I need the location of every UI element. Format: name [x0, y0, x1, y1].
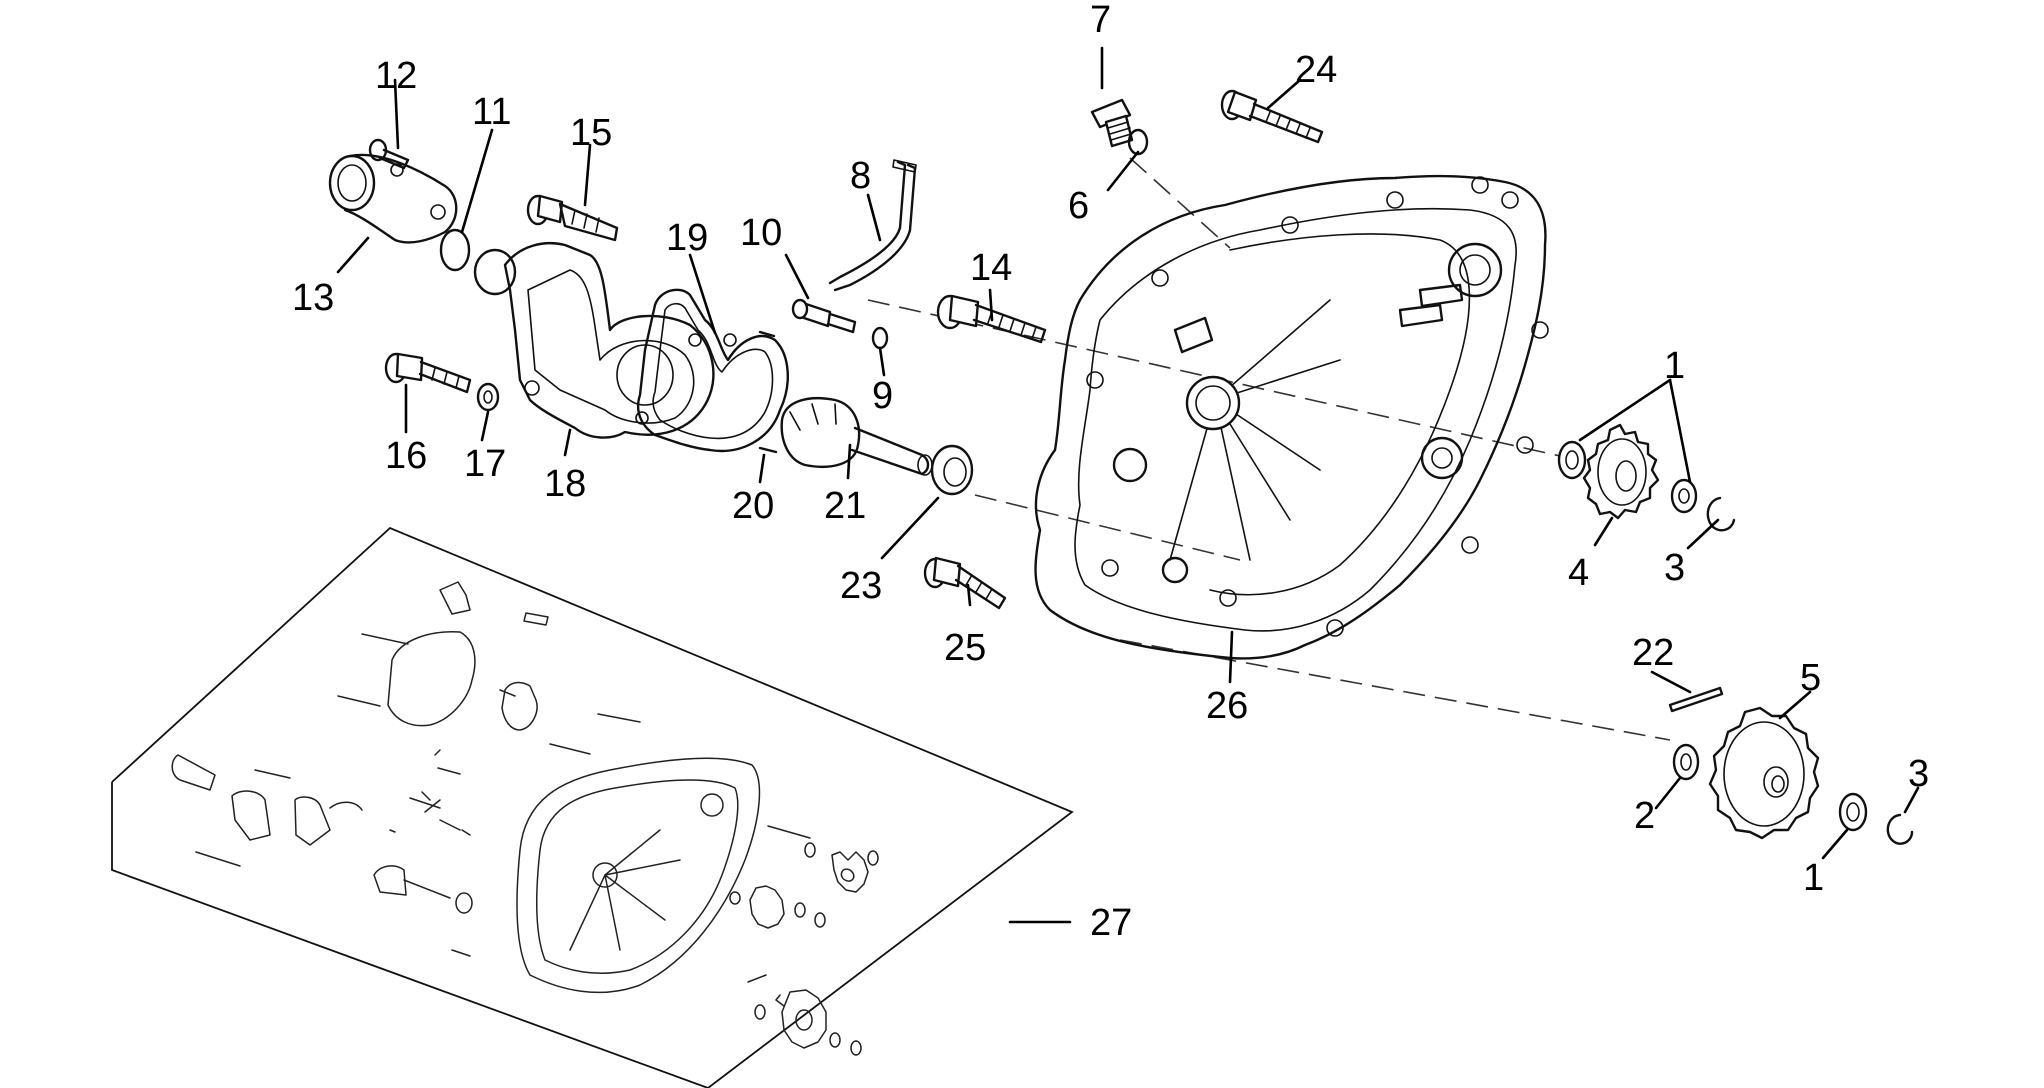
callout-17: 17 [464, 443, 506, 485]
callout-25: 25 [944, 627, 986, 669]
kit-27-frame [111, 526, 1074, 1088]
o-ring-9 [871, 326, 889, 350]
callout-3-upper: 3 [1664, 547, 1685, 589]
gear-5 [1708, 706, 1820, 840]
callouts: 7 6 24 8 10 9 14 15 12 11 13 19 16 17 18… [292, 0, 1929, 944]
o-ring-6 [1127, 128, 1149, 156]
bolt-24 [1220, 89, 1324, 144]
washer-2 [1672, 743, 1700, 781]
washer-1-lower [1838, 792, 1868, 832]
gear-4 [1582, 423, 1660, 520]
washer-17 [476, 382, 500, 412]
callout-16: 16 [385, 435, 427, 477]
key-22 [1668, 686, 1724, 713]
pump-cover-18 [473, 242, 715, 439]
callout-12: 12 [375, 55, 417, 97]
callout-14: 14 [970, 247, 1012, 289]
leader-lines [336, 46, 1920, 924]
washer-1-upper [1557, 440, 1587, 480]
fitting-13 [328, 153, 458, 244]
nipple-10 [791, 298, 857, 334]
callout-9: 9 [872, 375, 893, 417]
callout-8: 8 [850, 155, 871, 197]
circlip-3-lower [1886, 813, 1914, 845]
impeller-shaft-21 [780, 397, 933, 476]
plug-7 [1090, 98, 1134, 148]
callout-4: 4 [1568, 552, 1589, 594]
callout-15: 15 [570, 112, 612, 154]
bolt-15 [526, 194, 619, 242]
callout-3-lower: 3 [1908, 753, 1929, 795]
callout-19: 19 [666, 217, 708, 259]
callout-26: 26 [1206, 685, 1248, 727]
callout-13: 13 [292, 277, 334, 319]
callout-18: 18 [544, 463, 586, 505]
bolt-16 [384, 352, 472, 394]
pin-20 [758, 330, 778, 454]
callout-21: 21 [824, 485, 866, 527]
kit-27-miniature [171, 581, 879, 1056]
assembly-axes [867, 157, 1671, 741]
callout-11: 11 [472, 91, 511, 133]
callout-7: 7 [1090, 0, 1111, 41]
callout-10: 10 [740, 212, 782, 254]
callout-23: 23 [840, 565, 882, 607]
bolt-14 [936, 294, 1047, 344]
bolt-25 [923, 556, 1007, 610]
callout-2: 2 [1634, 795, 1655, 837]
callout-1-lower: 1 [1803, 857, 1824, 899]
callout-6: 6 [1068, 185, 1089, 227]
callout-5: 5 [1800, 657, 1821, 699]
callout-24: 24 [1295, 49, 1337, 91]
washer-1-upper-b [1670, 478, 1698, 514]
callout-20: 20 [732, 485, 774, 527]
hose-8 [828, 159, 917, 292]
callout-1-upper: 1 [1664, 345, 1685, 387]
callout-27: 27 [1090, 902, 1132, 944]
clutch-cover [1034, 174, 1549, 660]
gasket-19 [635, 288, 789, 453]
o-ring-11 [439, 228, 471, 272]
seal-23 [930, 444, 974, 496]
callout-22: 22 [1632, 632, 1674, 674]
